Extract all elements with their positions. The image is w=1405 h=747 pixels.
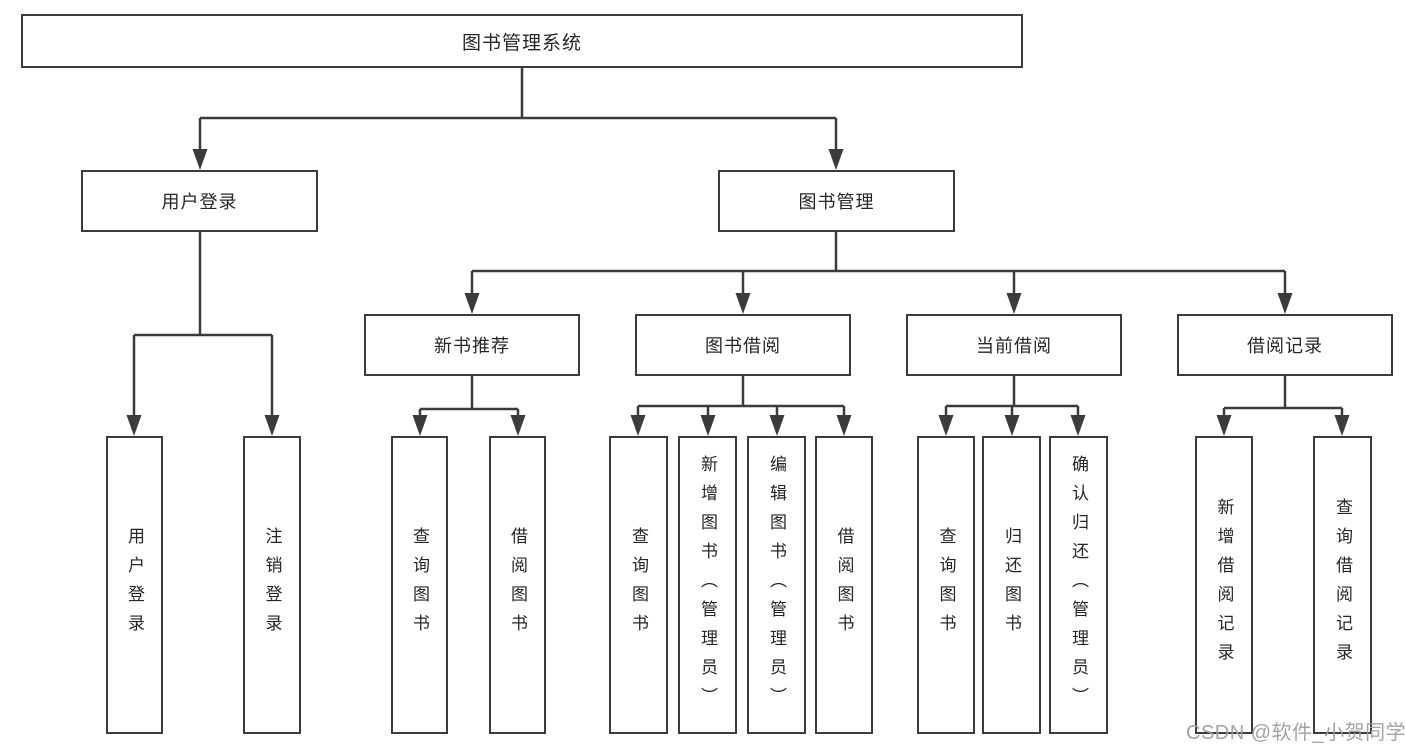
leaf-query-books-borrow: 查询图书 (609, 436, 668, 734)
node-book-management-system: 图书管理系统 (21, 14, 1023, 68)
node-user-login: 用户登录 (81, 170, 318, 232)
leaf-label: 编辑图书（管理员） (767, 454, 786, 716)
leaf-label: 借阅图书 (508, 527, 527, 643)
leaf-logout: 注销登录 (243, 436, 301, 734)
leaf-label: 确认归还（管理员） (1069, 454, 1088, 716)
node-book-management: 图书管理 (718, 170, 955, 232)
leaf-label: 查询借阅记录 (1333, 498, 1352, 672)
leaf-add-borrow-record: 新增借阅记录 (1195, 436, 1253, 734)
leaf-label: 查询图书 (936, 527, 956, 643)
leaf-borrow-books: 借阅图书 (815, 436, 873, 734)
leaf-borrow-books-recommend: 借阅图书 (489, 436, 546, 734)
leaf-query-borrow-record: 查询借阅记录 (1313, 436, 1372, 734)
leaf-label: 注销登录 (262, 527, 282, 643)
leaf-label: 查询图书 (629, 527, 648, 643)
node-borrow-records: 借阅记录 (1177, 314, 1393, 376)
leaf-label: 新增图书（管理员） (698, 454, 717, 716)
leaf-query-books-recommend: 查询图书 (391, 436, 448, 734)
leaf-label: 用户登录 (125, 527, 144, 643)
leaf-edit-books-admin: 编辑图书（管理员） (747, 436, 806, 734)
node-book-borrow: 图书借阅 (635, 314, 851, 376)
leaf-label: 借阅图书 (834, 527, 854, 643)
leaf-user-login: 用户登录 (106, 436, 163, 734)
leaf-label: 查询图书 (410, 527, 429, 643)
leaf-return-books: 归还图书 (982, 436, 1041, 734)
arrowheads (126, 149, 1350, 436)
node-current-borrow: 当前借阅 (906, 314, 1122, 376)
leaf-query-books-current: 查询图书 (917, 436, 975, 734)
leaf-confirm-return-admin: 确认归还（管理员） (1049, 436, 1108, 734)
watermark-text: CSDN @软件_小贺同学 (1186, 722, 1405, 744)
leaf-add-books-admin: 新增图书（管理员） (678, 436, 737, 734)
leaf-label: 新增借阅记录 (1214, 498, 1234, 672)
node-new-book-recommend: 新书推荐 (364, 314, 580, 376)
leaf-label: 归还图书 (1002, 527, 1021, 643)
